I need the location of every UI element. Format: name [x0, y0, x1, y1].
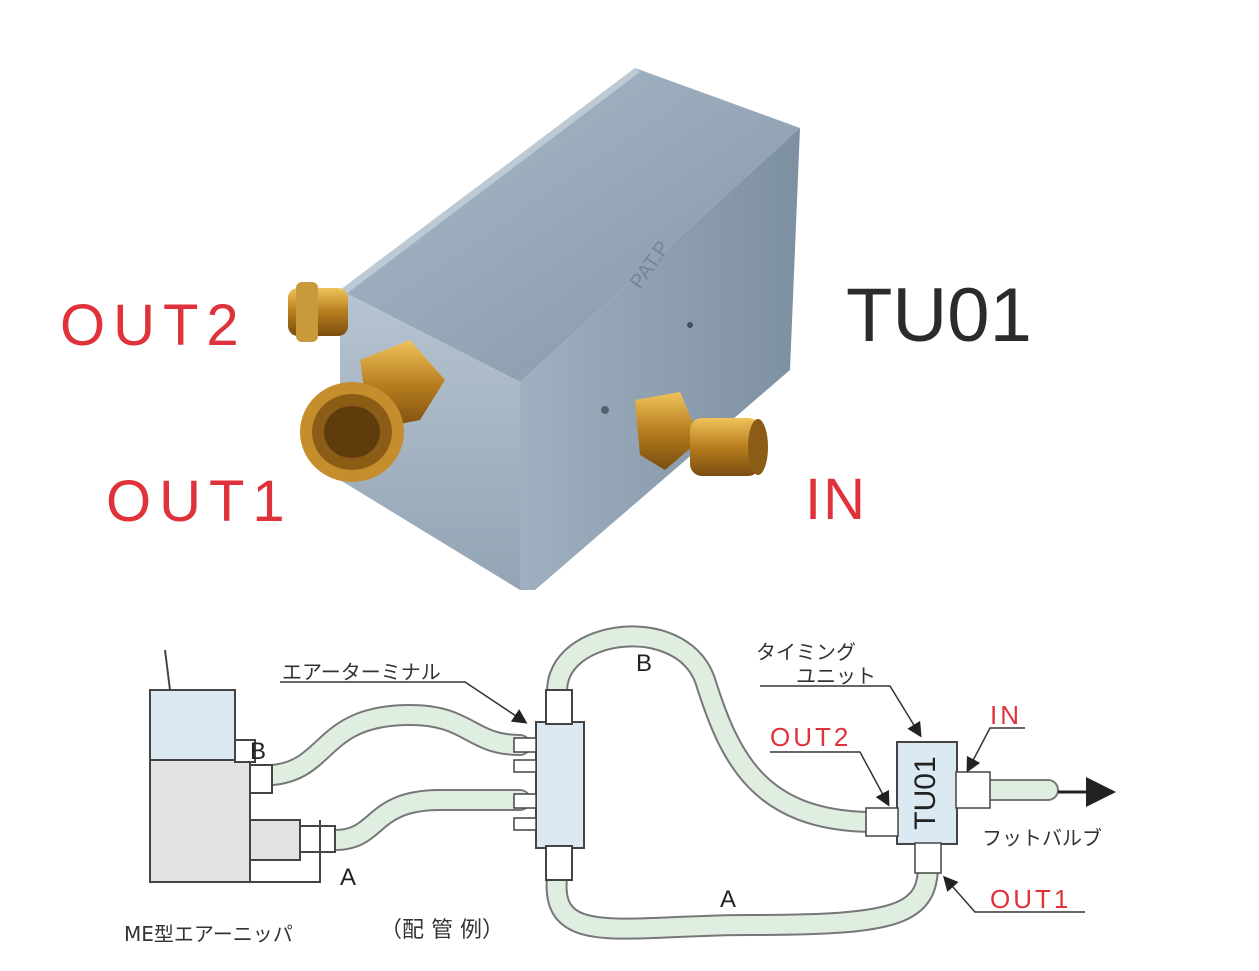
- air-terminal: [513, 689, 585, 881]
- label-diagram-in: IN: [990, 700, 1022, 730]
- aluminum-block: PAT.P: [340, 68, 800, 590]
- label-timing-unit-2: ユニット: [796, 664, 876, 688]
- label-diagram-out2: OUT2: [770, 722, 852, 752]
- air-nipper: [149, 649, 336, 883]
- label-timing-unit-1: タイミング: [756, 640, 856, 664]
- label-caption: （配 管 例）: [380, 918, 504, 943]
- label-diagram-out1: OUT1: [990, 884, 1072, 914]
- timing-unit-text: TU01: [909, 756, 942, 829]
- label-nipper-b: B: [250, 738, 267, 765]
- block-top-face: [340, 68, 800, 382]
- label-nipper-name: ME型エアーニッパ: [124, 922, 293, 946]
- fitting-out2: [288, 282, 348, 342]
- product-photo: PAT.P: [288, 68, 800, 590]
- block-side-face: [520, 128, 800, 590]
- leader-lines: [280, 681, 1085, 913]
- label-out2: OUT2: [60, 293, 247, 358]
- label-model: TU01: [846, 273, 1032, 358]
- fitting-in: [635, 392, 768, 476]
- label-hose-a: A: [720, 886, 737, 913]
- label-in: IN: [805, 467, 867, 532]
- label-nipper-a: A: [340, 864, 357, 891]
- label-air-terminal: エアーターミナル: [282, 660, 441, 684]
- fitting-out1: [300, 340, 445, 482]
- label-hose-b: B: [636, 650, 653, 677]
- label-foot-valve: フットバルブ: [982, 826, 1102, 850]
- hoses: [261, 625, 1059, 940]
- label-out1: OUT1: [106, 469, 293, 534]
- timing-unit: [865, 741, 991, 874]
